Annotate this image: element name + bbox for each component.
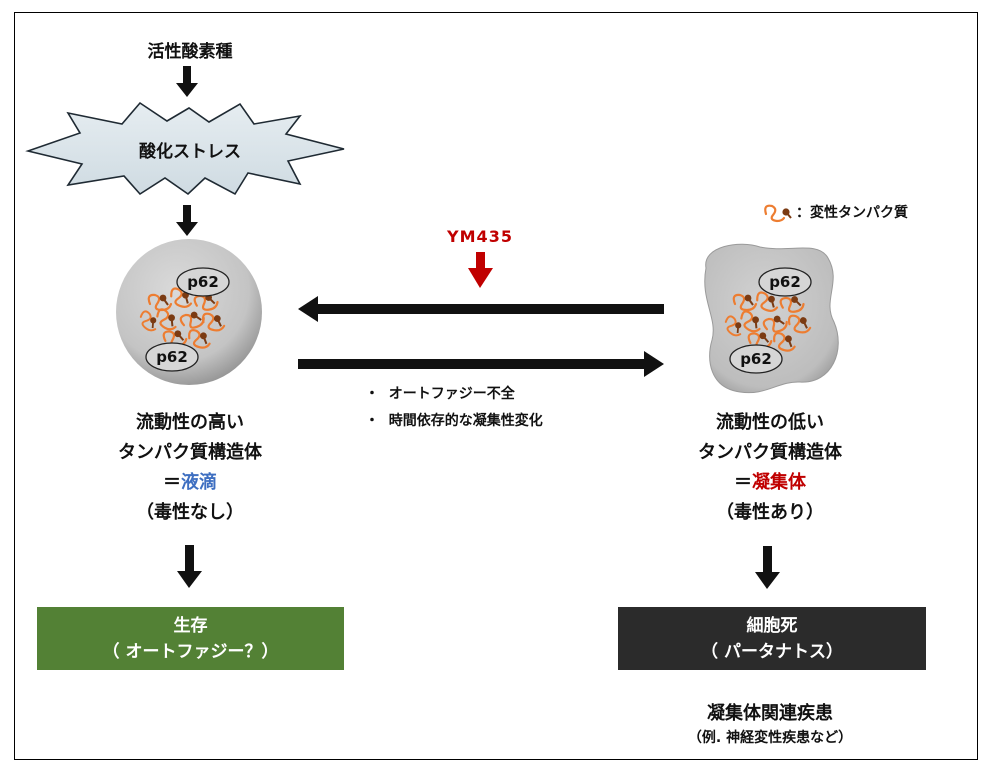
denatured-protein xyxy=(762,315,788,333)
right-term: 凝集体 xyxy=(752,472,806,493)
survival-subtitle: （ オートファジー？） xyxy=(102,641,279,662)
right-line2: タンパク質構造体 xyxy=(698,442,842,463)
left-term: 液滴 xyxy=(181,472,217,493)
survival-title: 生存 xyxy=(173,615,208,636)
denatured-protein xyxy=(756,291,779,312)
oxidative-stress-label: 酸化ストレス xyxy=(139,142,241,162)
down-arrow-ros xyxy=(176,66,198,97)
bullet-autophagy-text: オートファジー不全 xyxy=(388,386,515,402)
survival-box: 生存 （ オートファジー？） xyxy=(37,607,344,670)
right-eq: ＝ xyxy=(734,472,752,493)
denatured-protein xyxy=(787,314,812,334)
right-note: （毒性あり） xyxy=(716,502,824,523)
oxidative-stress-burst xyxy=(25,101,345,196)
bullet-dot: ・ xyxy=(365,413,389,429)
down-arrow-to-death xyxy=(755,546,780,589)
right-term-line: ＝凝集体 xyxy=(660,468,880,498)
denatured-protein-legend-icon xyxy=(764,204,792,223)
ros-label: 活性酸素種 xyxy=(147,42,233,62)
p62-label-left-top: p62 xyxy=(187,273,219,291)
down-arrow-to-survival xyxy=(177,545,202,588)
legend-label: ：変性タンパク質 xyxy=(796,205,908,221)
left-eq: ＝ xyxy=(163,472,181,493)
left-note: （毒性なし） xyxy=(136,502,244,523)
cell-death-box: 細胞死 （ パータナトス） xyxy=(618,607,926,670)
p62-oval-left-bottom xyxy=(145,342,199,372)
left-description: 流動性の高い タンパク質構造体 ＝液滴 （毒性なし） xyxy=(80,408,300,528)
drug-label: YM435 xyxy=(447,227,513,246)
p62-label-right-bottom: p62 xyxy=(740,350,772,368)
denatured-protein xyxy=(156,308,177,331)
denatured-proteins-right xyxy=(724,291,812,352)
left-line1: 流動性の高い xyxy=(136,412,244,433)
left-term-line: ＝液滴 xyxy=(80,468,300,498)
denatured-protein xyxy=(201,312,226,332)
arrow-to-aggregate xyxy=(298,351,664,377)
p62-oval-right-bottom xyxy=(729,344,783,374)
p62-oval-right-top xyxy=(758,267,812,297)
cell-death-subtitle: （ パータナトス） xyxy=(701,641,843,662)
disease-title: 凝集体関連疾患 xyxy=(707,703,833,724)
p62-label-right-top: p62 xyxy=(769,273,801,291)
arrow-to-droplet xyxy=(298,296,664,322)
denatured-protein xyxy=(188,329,211,349)
denatured-protein xyxy=(139,310,157,332)
bullet-time-text: 時間依存的な凝集性変化 xyxy=(388,413,543,429)
p62-label-left-bottom: p62 xyxy=(156,348,188,366)
denatured-protein xyxy=(740,310,761,333)
p62-oval-left-top xyxy=(176,267,230,297)
denatured-protein xyxy=(773,332,796,352)
drug-arrow xyxy=(468,252,493,288)
right-description: 流動性の低い タンパク質構造体 ＝凝集体 （毒性あり） xyxy=(660,408,880,528)
denatured-protein xyxy=(732,293,758,312)
disease-example: （例. 神経変性疾患など） xyxy=(687,730,853,746)
bullet-autophagy-failure: ・ オートファジー不全 xyxy=(365,383,515,403)
left-line2: タンパク質構造体 xyxy=(118,442,262,463)
cell-death-title: 細胞死 xyxy=(746,615,798,636)
denatured-protein xyxy=(147,293,173,312)
figure-frame xyxy=(14,12,978,760)
down-arrow-stress xyxy=(176,205,198,236)
liquid-droplet xyxy=(116,239,262,385)
denatured-proteins-left xyxy=(139,287,226,349)
bullet-time-dependent: ・ 時間依存的な凝集性変化 xyxy=(365,410,543,430)
denatured-protein xyxy=(779,296,805,313)
denatured-protein xyxy=(724,315,742,337)
bullet-dot: ・ xyxy=(365,386,389,402)
right-line1: 流動性の低い xyxy=(716,412,824,433)
aggregate-body xyxy=(704,243,839,394)
denatured-protein xyxy=(179,311,205,329)
